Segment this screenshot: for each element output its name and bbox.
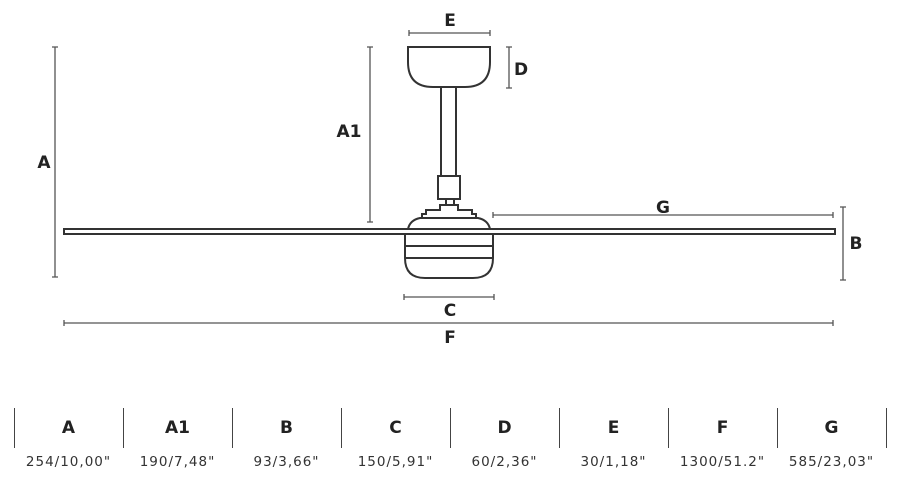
dimension-table: A 254/10,00" A1 190/7,48" B 93/3,66" C 150/5,91… [14,408,887,478]
dimension-header: A [61,418,76,438]
motor-dome [407,217,491,230]
dim-c [403,294,495,300]
dim-a [52,46,58,278]
dim-a1 [367,46,373,223]
dimension-column: A1 190/7,48" [123,408,232,478]
dimension-header: C [389,418,402,438]
dimension-header: F [716,418,729,438]
dimension-header: G [824,418,839,438]
label-a1: A1 [337,122,362,142]
dim-d [506,46,512,89]
dimension-value: 150/5,91" [357,454,434,470]
label-f: F [444,328,456,348]
fan-drawing [63,46,836,279]
column-divider [14,408,15,448]
dimension-lines [52,30,846,326]
dimension-value: 93/3,66" [253,454,320,470]
fan-dimension-diagram: E D A A1 G B C F [37,11,863,348]
dim-g [492,212,834,218]
dim-e [408,30,491,36]
label-g: G [656,198,670,218]
label-c: C [444,301,456,321]
dimension-value: 60/2,36" [471,454,538,470]
dimension-value: 1300/51.2" [679,454,766,470]
label-d: D [514,60,528,80]
dimension-column: G 585/23,03" [777,408,886,478]
column-divider [341,408,342,448]
dimension-header: A1 [165,418,190,438]
dimension-header: D [497,418,512,438]
dimension-value: 30/1,18" [580,454,647,470]
column-divider [559,408,560,448]
coupler [437,175,461,200]
column-divider [886,408,887,448]
dimension-column: A 254/10,00" [14,408,123,478]
column-divider [777,408,778,448]
label-a: A [37,153,51,173]
canopy [407,46,491,88]
dim-f [63,320,834,326]
dimension-column: C 150/5,91" [341,408,450,478]
dim-b [840,206,846,281]
motor-top [421,204,477,219]
label-b: B [850,234,863,254]
dimension-value: 254/10,00" [25,454,112,470]
blade [63,228,836,235]
dimension-column: F 1300/51.2" [668,408,777,478]
label-e: E [444,11,456,31]
column-divider [123,408,124,448]
column-divider [450,408,451,448]
dimension-header: E [607,418,620,438]
column-divider [668,408,669,448]
dimension-header: B [280,418,293,438]
column-divider [232,408,233,448]
dimension-value: 585/23,03" [788,454,875,470]
dimension-column: D 60/2,36" [450,408,559,478]
dimension-column: E 30/1,18" [559,408,668,478]
downrod [440,86,457,177]
dimension-column: B 93/3,66" [232,408,341,478]
motor-body [404,234,494,279]
dimension-value: 190/7,48" [139,454,216,470]
